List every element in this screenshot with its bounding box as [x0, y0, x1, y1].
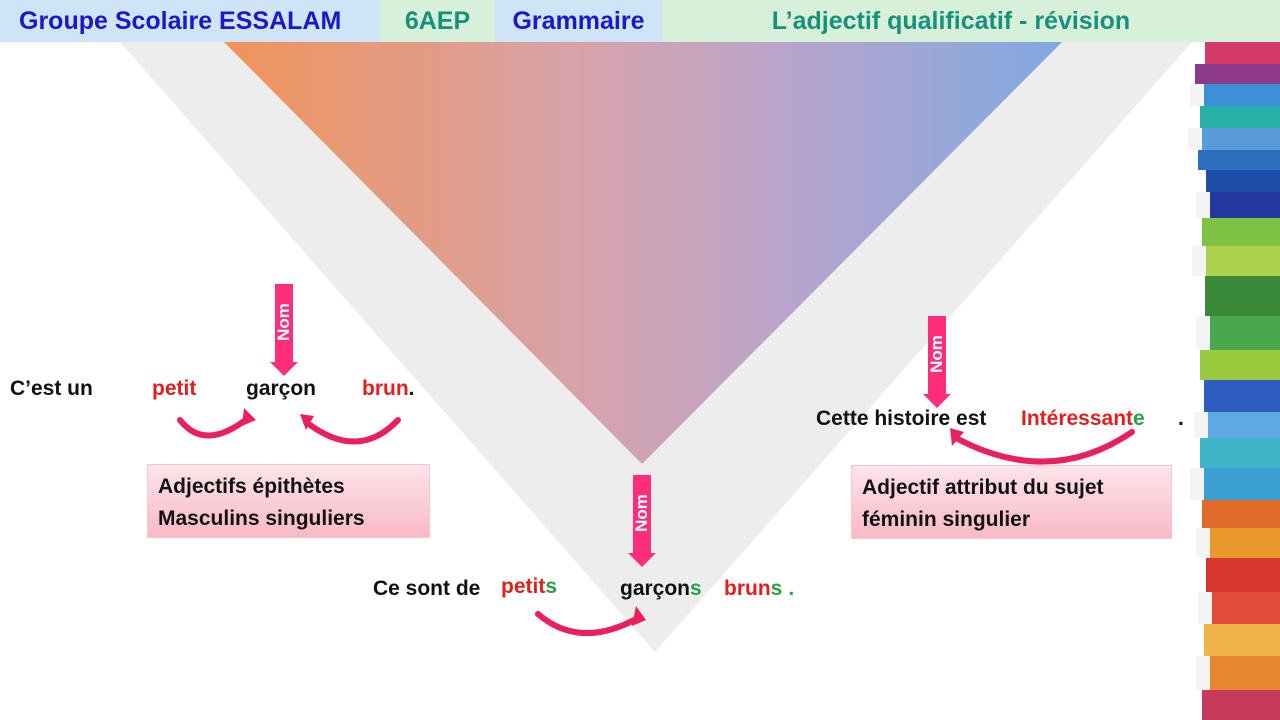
sentence1-period: .: [408, 377, 415, 400]
header-level: 6AEP: [380, 0, 495, 42]
curved-arrow-interessante: [953, 429, 1135, 465]
sentence2-adjective-bruns: bruns.: [724, 577, 795, 600]
header-school: Groupe Scolaire ESSALAM: [0, 0, 380, 42]
nom-label-1: Nom: [274, 303, 293, 341]
info-box-attribut: Adjectif attribut du sujet féminin singu…: [851, 465, 1172, 539]
nom-arrow-1: Nom: [270, 284, 298, 376]
sentence1-adjective-petit: petit: [152, 377, 197, 400]
nom-arrow-3: Nom: [923, 316, 951, 408]
nom-label-2: Nom: [632, 494, 651, 532]
sentence1-adjective-brun: brun.: [362, 377, 415, 401]
nom-arrow-2: Nom: [628, 475, 656, 567]
info-box-attribut-line2: féminin singulier: [862, 508, 1031, 531]
info-box-epithetes: Adjectifs épithètes Masculins singuliers: [147, 464, 430, 538]
header-subject: Grammaire: [495, 0, 662, 42]
sentence1-intro: C’est un: [10, 377, 93, 400]
curved-arrow-petits: [535, 611, 641, 637]
sentence3-adjective-interessante: Intéressante: [1021, 407, 1145, 430]
sentence3-intro: Cette histoire est: [816, 407, 987, 430]
sentence2-intro: Ce sont de: [373, 577, 481, 600]
sentence3-period: .: [1178, 407, 1184, 430]
sentence2-noun-garcons: garçons: [620, 577, 702, 600]
book-stack-icon: [1188, 42, 1280, 720]
nom-label-3: Nom: [927, 335, 946, 373]
header-topic: L’adjectif qualificatif - révision: [662, 0, 1280, 42]
info-box-epithetes-line1: Adjectifs épithètes: [158, 475, 345, 498]
gradient-triangle-shape: [224, 42, 1062, 464]
sentence1-adjective-brun-text: brun: [362, 377, 409, 400]
info-box-epithetes-line2: Masculins singuliers: [158, 507, 365, 530]
info-box-attribut-line1: Adjectif attribut du sujet: [862, 476, 1104, 499]
curved-arrow-petit: [177, 415, 251, 439]
sentence2-adjective-petits: petits: [501, 575, 558, 598]
curved-arrow-brun: [303, 417, 401, 445]
sentence1-noun-garcon: garçon: [246, 377, 317, 400]
